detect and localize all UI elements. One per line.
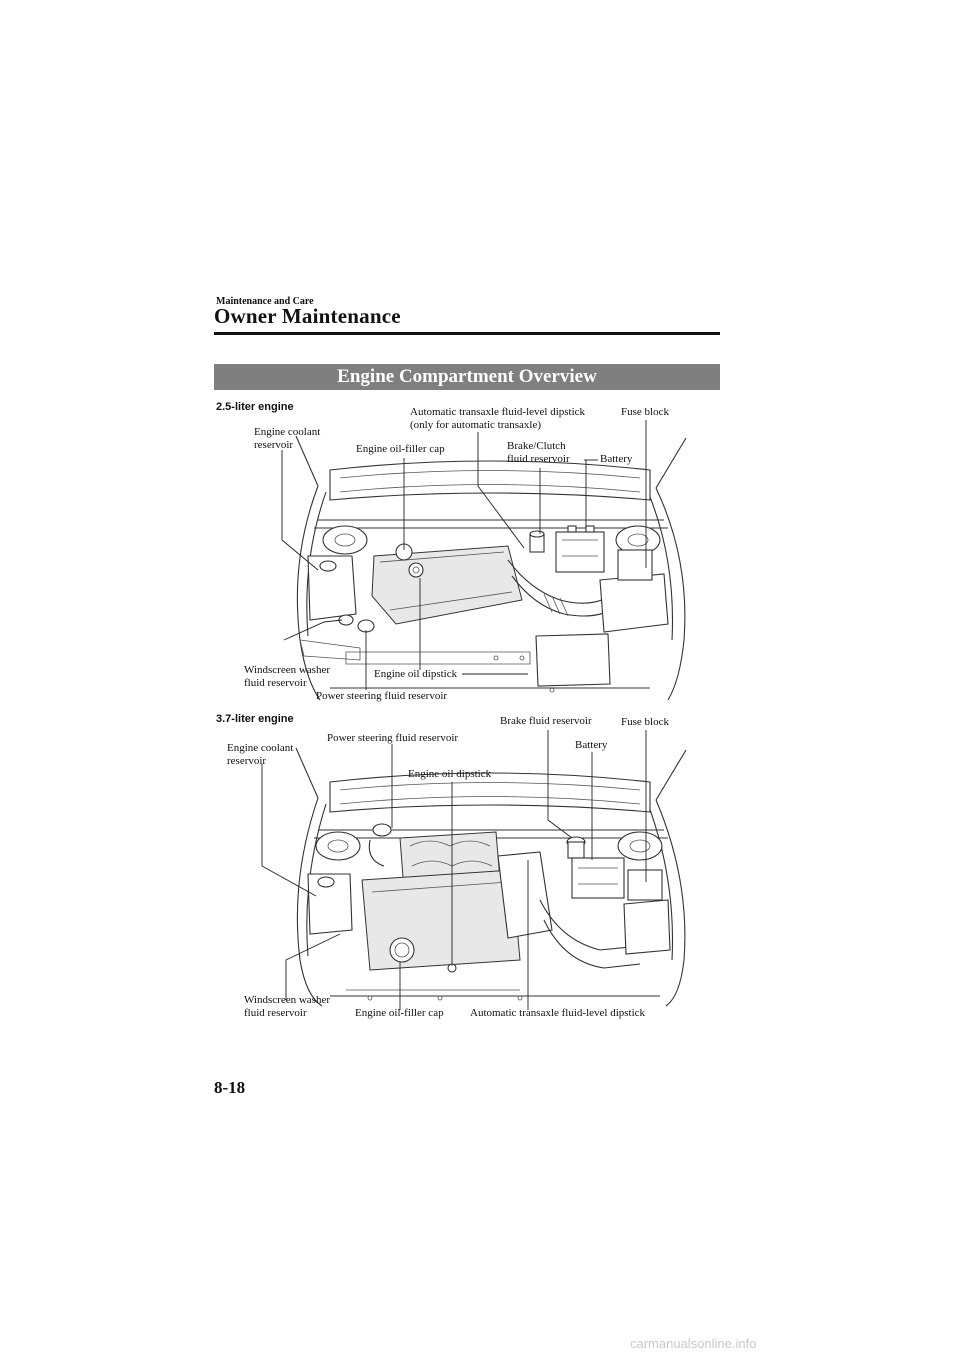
title-rule (214, 332, 720, 335)
overview-banner: Engine Compartment Overview (214, 364, 720, 390)
label-battery-2-5: Battery (600, 453, 633, 465)
label-oil-dipstick-3-7: Engine oil dipstick (408, 768, 492, 780)
label-atf-dipstick-line1: Automatic transaxle fluid-level dipstick (410, 406, 586, 418)
engine-2-5-heading: 2.5-liter engine (216, 401, 294, 413)
page-number: 8-18 (214, 1078, 246, 1097)
label-oil-dipstick-2-5: Engine oil dipstick (374, 668, 458, 680)
label-oil-filler-cap-2-5: Engine oil-filler cap (356, 443, 445, 455)
label-washer-reservoir-3-7: Windscreen washer fluid reservoir (244, 994, 330, 1020)
watermark: carmanualsonline.info (630, 1336, 757, 1351)
label-atf-dipstick-3-7: Automatic transaxle fluid-level dipstick (470, 1007, 646, 1019)
label-coolant-line2: reservoir (254, 439, 294, 451)
label-washer-line1: Windscreen washer (244, 664, 330, 676)
label-washer-line1: Windscreen washer (244, 994, 330, 1006)
label-oil-filler-cap-3-7: Engine oil-filler cap (355, 1007, 444, 1019)
label-coolant-line1: Engine coolant (254, 426, 321, 438)
label-coolant-reservoir-3-7: Engine coolant reservoir (227, 742, 293, 768)
label-brake-clutch-line2: fluid reservoir (507, 453, 570, 465)
page-title: Owner Maintenance (214, 304, 401, 328)
label-atf-dipstick-line2: (only for automatic transaxle) (410, 419, 542, 431)
label-washer-line2: fluid reservoir (244, 677, 307, 689)
label-fuse-block-3-7: Fuse block (621, 716, 669, 728)
engine-2-5-illustration (295, 435, 687, 701)
engine-2-5-leaders (281, 420, 647, 690)
label-coolant-reservoir-2-5: Engine coolant reservoir (254, 426, 320, 452)
label-coolant-line1: Engine coolant (227, 742, 294, 754)
engine-3-7-illustration (295, 747, 687, 1007)
engine-3-7-heading: 3.7-liter engine (216, 713, 294, 725)
label-brake-clutch-line1: Brake/Clutch (507, 440, 566, 452)
label-atf-dipstick-2-5: Automatic transaxle fluid-level dipstick… (410, 406, 585, 432)
label-fuse-block-2-5: Fuse block (621, 406, 669, 418)
label-brake-fluid-reservoir: Brake fluid reservoir (500, 715, 592, 727)
engine-3-7-leaders (261, 730, 647, 1010)
label-washer-line2: fluid reservoir (244, 1007, 307, 1019)
label-power-steering-2-5: Power steering fluid reservoir (316, 690, 448, 702)
label-power-steering-3-7: Power steering fluid reservoir (327, 732, 459, 744)
label-battery-3-7: Battery (575, 739, 608, 751)
label-brake-clutch-reservoir: Brake/Clutch fluid reservoir (507, 440, 570, 466)
label-coolant-line2: reservoir (227, 755, 267, 767)
label-washer-reservoir-2-5: Windscreen washer fluid reservoir (244, 664, 330, 690)
section-label: Maintenance and Care (216, 296, 314, 307)
